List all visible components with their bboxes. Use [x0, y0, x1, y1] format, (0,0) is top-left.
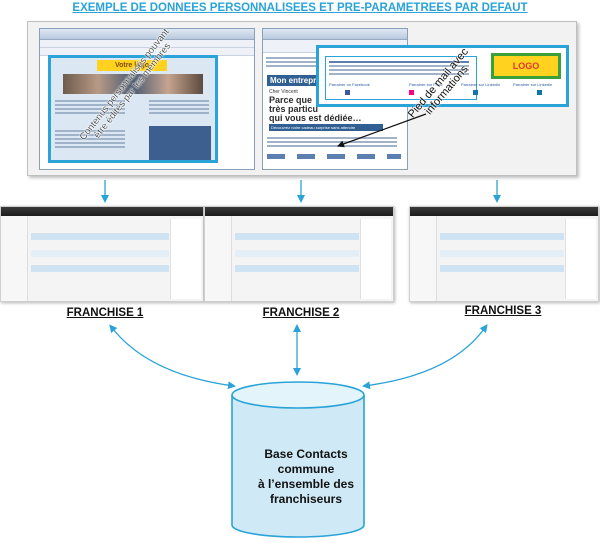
- franchise-2-label: FRANCHISE 2: [262, 307, 340, 319]
- database-cylinder: [231, 381, 365, 538]
- franchise-1-row-1: [31, 233, 169, 240]
- email-banner: Parce que très particu qui vous est dédi…: [269, 96, 369, 123]
- editor-content-highlight: Votre logo: [48, 55, 218, 163]
- facebook-icon: [345, 90, 350, 95]
- email-offer-bar: Découvrez notre cadeau surprise sans att…: [269, 124, 383, 131]
- dark-blue-block: [149, 126, 211, 160]
- popup-text-block: [329, 59, 469, 77]
- popup-link-facebook[interactable]: Parrainer un Facebook: [329, 82, 370, 87]
- popup-link-linkedin-2[interactable]: Parrainer sur Linkedin: [513, 82, 553, 87]
- franchise-1-top-bar: [1, 207, 203, 216]
- franchise-3-top-bar: [410, 207, 598, 216]
- flickr-icon: [409, 90, 414, 95]
- team-photo: [63, 74, 203, 94]
- franchise-3-sidebar: [410, 216, 437, 301]
- left-logo-badge: Votre logo: [97, 60, 167, 71]
- franchise-3-row-3: [440, 265, 564, 272]
- popup-icons-row: [345, 90, 555, 96]
- popup-link-linkedin[interactable]: Parrainer sur Linkedin: [461, 82, 501, 87]
- linkedin-icon: [473, 90, 478, 95]
- franchise-2-sidebar: [205, 216, 232, 301]
- editor-window: Votre logo: [39, 28, 255, 170]
- lower-text-block: [55, 128, 125, 150]
- email-footer-link-row: [267, 154, 401, 159]
- page-title: EXEMPLE DE DONNEES PERSONNALISEES ET PRE…: [72, 2, 528, 14]
- franchise-3-screenshot: [409, 206, 599, 302]
- database-line-2: commune: [277, 462, 335, 476]
- side-text-block: [149, 98, 209, 116]
- popup-logo-badge: LOGO: [491, 53, 561, 79]
- popup-link-flickr[interactable]: Parrainer sur Flickr: [409, 82, 443, 87]
- database-line-4: franchiseurs: [269, 492, 343, 506]
- database-line-3: à l’ensemble des: [257, 477, 355, 491]
- email-header-fields: [266, 55, 326, 69]
- franchise-1-label: FRANCHISE 1: [66, 307, 144, 319]
- franchise-1-sidebar: [1, 216, 28, 301]
- franchise-2-right-column: [360, 219, 391, 299]
- editor-title-bar: [40, 29, 254, 40]
- pointer-arrow: [337, 113, 427, 148]
- email-footer-text: [267, 135, 397, 149]
- franchise-1-row-2: [31, 250, 169, 257]
- franchise-3-right-column: [565, 219, 596, 299]
- popup-inner-frame: [325, 56, 477, 100]
- franchise-1-screenshot: [0, 206, 204, 302]
- top-screens-panel: Votre logo Mon entrepri Cher Vincent Par…: [27, 21, 577, 176]
- popup-logo-label: LOGO: [494, 56, 558, 76]
- email-footer-popup: Parrainer un Facebook Parrainer sur Flic…: [316, 45, 569, 107]
- email-banner-line-2: très particu: [269, 104, 319, 114]
- franchise-2-top-bar: [205, 207, 393, 216]
- franchise-1-right-column: [170, 219, 201, 299]
- franchise-1-row-3: [31, 265, 169, 272]
- editor-toolbar: [40, 40, 254, 48]
- link-franchise-1-database: [109, 324, 236, 390]
- email-banner-line-3: qui vous est dédiée…: [269, 113, 362, 123]
- franchise-3-label: FRANCHISE 3: [464, 305, 542, 317]
- email-greeting: Cher Vincent: [269, 89, 298, 95]
- link-franchise-3-database: [362, 324, 488, 390]
- email-banner-line-1: Parce que: [269, 95, 313, 105]
- franchise-3-row-2: [440, 250, 564, 257]
- linkedin-icon-2: [537, 90, 542, 95]
- database-line-1: Base Contacts: [264, 447, 348, 461]
- email-headline: Mon entrepri: [270, 76, 319, 85]
- franchise-2-screenshot: [204, 206, 394, 302]
- body-text-block: [55, 98, 125, 116]
- database-label: Base Contacts commune à l’ensemble des f…: [232, 447, 380, 507]
- franchise-2-row-1: [235, 233, 359, 240]
- email-title-bar: [263, 29, 407, 40]
- franchise-2-row-3: [235, 265, 359, 272]
- franchise-3-row-1: [440, 233, 564, 240]
- franchise-2-row-2: [235, 250, 359, 257]
